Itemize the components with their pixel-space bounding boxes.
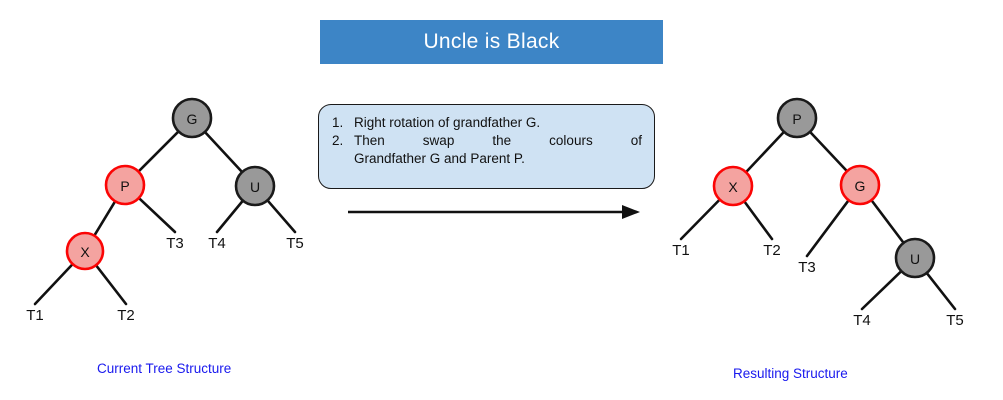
step-1-number: 1.	[332, 115, 344, 130]
resulting-tree-leaf-T1: T1	[672, 242, 690, 259]
resulting-tree-edge-G-T3	[805, 198, 851, 258]
step-2-number: 2.	[332, 132, 344, 148]
resulting-tree-node-G[interactable]	[839, 164, 881, 206]
resulting-tree-node-label-P: P	[792, 111, 801, 127]
current-tree-node-label-U: U	[250, 179, 260, 195]
resulting-tree-leaf-T2: T2	[763, 242, 781, 259]
current-tree-node-label-G: G	[187, 111, 198, 127]
current-tree-node-label-X: X	[80, 244, 90, 260]
resulting-tree-node-label-G: G	[855, 178, 866, 194]
current-tree-leaf-T5: T5	[286, 235, 304, 252]
step-2-text-line1: Then swap the colours of	[354, 132, 642, 148]
resulting-tree-leaf-T4: T4	[853, 312, 871, 329]
resulting-tree-node-X[interactable]	[712, 165, 754, 207]
current-tree-edge-G-U	[202, 129, 245, 175]
current-tree-edge-U-T5	[265, 198, 297, 234]
caption-current-tree: Current Tree Structure	[97, 361, 232, 376]
instruction-box: 1. Right rotation of grandfather G. 2. T…	[318, 104, 655, 189]
current-tree-node-U[interactable]	[234, 165, 276, 207]
title-banner: Uncle is Black	[320, 20, 663, 64]
current-tree-edge-X-T2	[94, 263, 128, 306]
resulting-tree-node-label-X: X	[728, 179, 738, 195]
current-tree-leaf-T3: T3	[166, 235, 184, 252]
resulting-tree-node-P[interactable]	[776, 97, 818, 139]
caption-resulting-tree: Resulting Structure	[733, 366, 848, 381]
current-tree-node-X[interactable]	[65, 231, 105, 271]
current-tree-leaf-T1: T1	[26, 307, 44, 324]
current-tree-node-P[interactable]	[104, 164, 146, 206]
step-1-text: Right rotation of grandfather G.	[354, 115, 541, 130]
resulting-tree-edge-P-X	[744, 129, 786, 175]
current-tree-nodes: G P U X	[65, 97, 276, 271]
resulting-tree-edge-U-T5	[924, 270, 957, 311]
resulting-tree-node-U[interactable]	[894, 237, 936, 279]
instruction-step-1: 1. Right rotation of grandfather G.	[329, 114, 642, 132]
current-tree-edge-P-X	[92, 199, 117, 238]
resulting-tree-leaf-T5: T5	[946, 312, 964, 329]
current-tree-leaf-T2: T2	[117, 307, 135, 324]
resulting-tree-nodes: P X G U	[712, 97, 936, 279]
resulting-tree-edge-P-G	[808, 129, 849, 174]
resulting-tree-edge-X-T1	[679, 197, 722, 241]
current-tree-edge-U-T4	[215, 198, 245, 234]
current-tree-leaf-T4: T4	[208, 235, 226, 252]
step-2-text-line2: Grandfather G and Parent P.	[354, 150, 525, 166]
current-tree-edge-X-T1	[33, 262, 75, 306]
current-tree-edge-G-P	[136, 129, 181, 174]
instruction-step-2: 2. Then swap the colours of Grandfather …	[329, 132, 642, 168]
current-tree-edge-P-T3	[136, 196, 177, 234]
resulting-tree-edge-X-T2	[742, 199, 774, 241]
current-tree-edges	[33, 129, 297, 306]
current-tree-node-G[interactable]	[171, 97, 213, 139]
resulting-tree-edges	[679, 129, 957, 311]
transformation-arrow	[348, 205, 640, 219]
resulting-tree-leaf-T3: T3	[798, 259, 816, 276]
resulting-tree-edge-U-T4	[860, 269, 904, 311]
current-tree-node-label-P: P	[120, 178, 129, 194]
resulting-tree-node-label-U: U	[910, 251, 920, 267]
banner-title: Uncle is Black	[423, 30, 560, 53]
resulting-tree-edge-G-U	[869, 198, 906, 245]
